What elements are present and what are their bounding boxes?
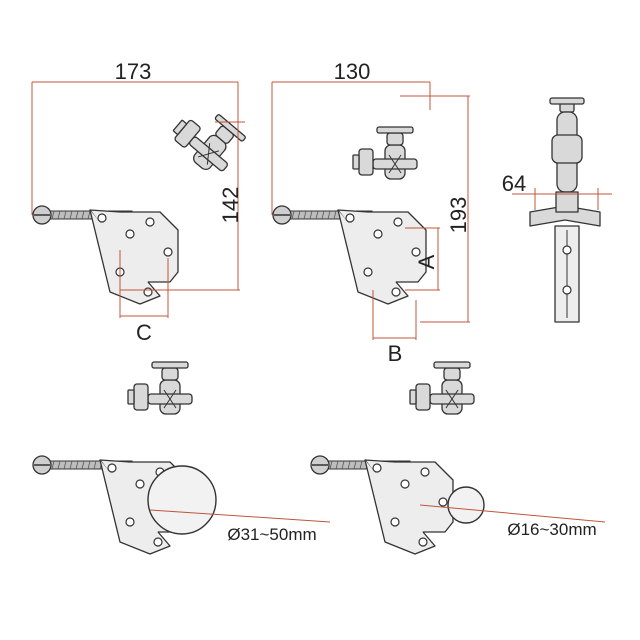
dimension-label-a: A (414, 254, 439, 269)
dimension-173: 173 (115, 59, 152, 84)
dimension-142: 142 (218, 187, 243, 224)
range-small-tube: Ø16~30mm (507, 520, 596, 539)
front-view (512, 97, 612, 323)
clamp-large-tube-view (32, 361, 331, 555)
side-view-upright (271, 81, 470, 340)
clamp-small-tube-view (310, 361, 606, 555)
range-large-tube: Ø31~50mm (227, 525, 316, 544)
side-view-angled (31, 81, 250, 318)
dimension-label-b: B (388, 341, 403, 366)
dimension-label-c: C (136, 320, 152, 345)
dimension-64: 64 (502, 171, 526, 196)
dimension-130: 130 (334, 59, 371, 84)
dimension-193: 193 (446, 197, 471, 234)
